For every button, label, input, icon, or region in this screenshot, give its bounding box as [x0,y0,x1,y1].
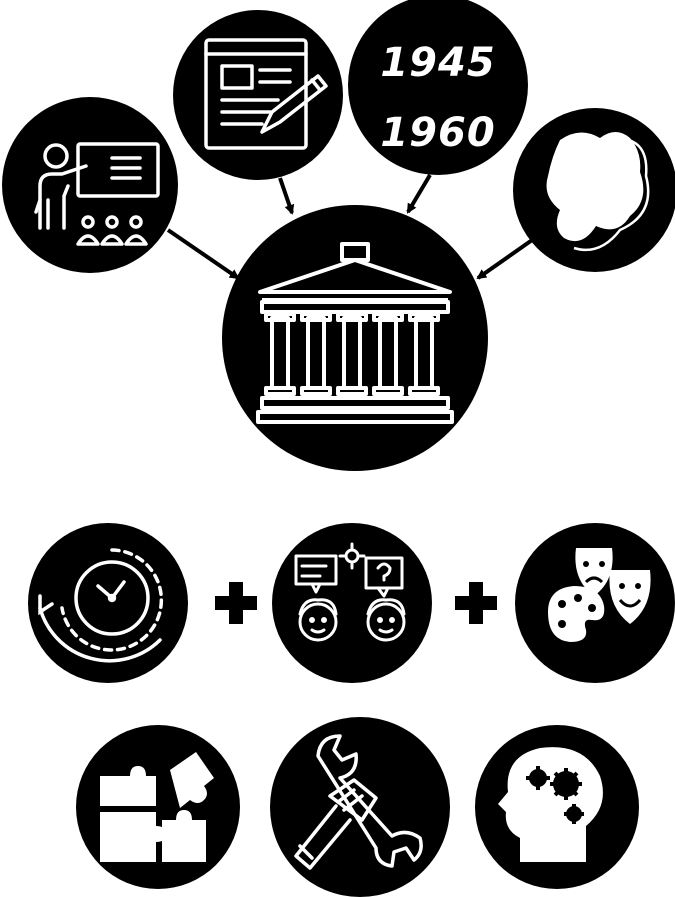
node-tool [270,717,450,897]
museum-building-icon [256,242,454,424]
theater-masks-palette-icon [548,548,651,642]
node-center [222,205,488,471]
node-teacher [2,97,178,273]
node-map [513,108,675,272]
plus-operator-1 [215,582,257,624]
plus-operator-2 [455,582,497,624]
node-document [173,10,343,180]
head-gears-icon [498,747,603,862]
puzzle-pieces-icon [100,752,214,862]
node-mind [475,725,639,889]
people-discussion-icon [294,542,406,642]
node-puzzle [76,725,240,889]
arrow-map-to-center [476,236,537,280]
document-pen-icon [204,38,328,150]
node-arts [515,523,675,683]
presentation-teacher-icon [34,142,160,246]
node-discussion [272,523,432,683]
map-shape-icon [546,132,650,252]
arrow-document-to-center [278,177,295,215]
year-label-1945: 1945 [380,40,495,86]
node-time [28,523,188,683]
year-label-1960: 1960 [380,110,495,156]
arrow-years-to-center [406,173,432,214]
arrow-teacher-to-center [166,228,240,280]
arrows [166,173,537,280]
clock-time-icon [38,548,164,663]
hand-wrench-icon [294,734,423,870]
node-years: 1945 1960 [348,0,528,175]
